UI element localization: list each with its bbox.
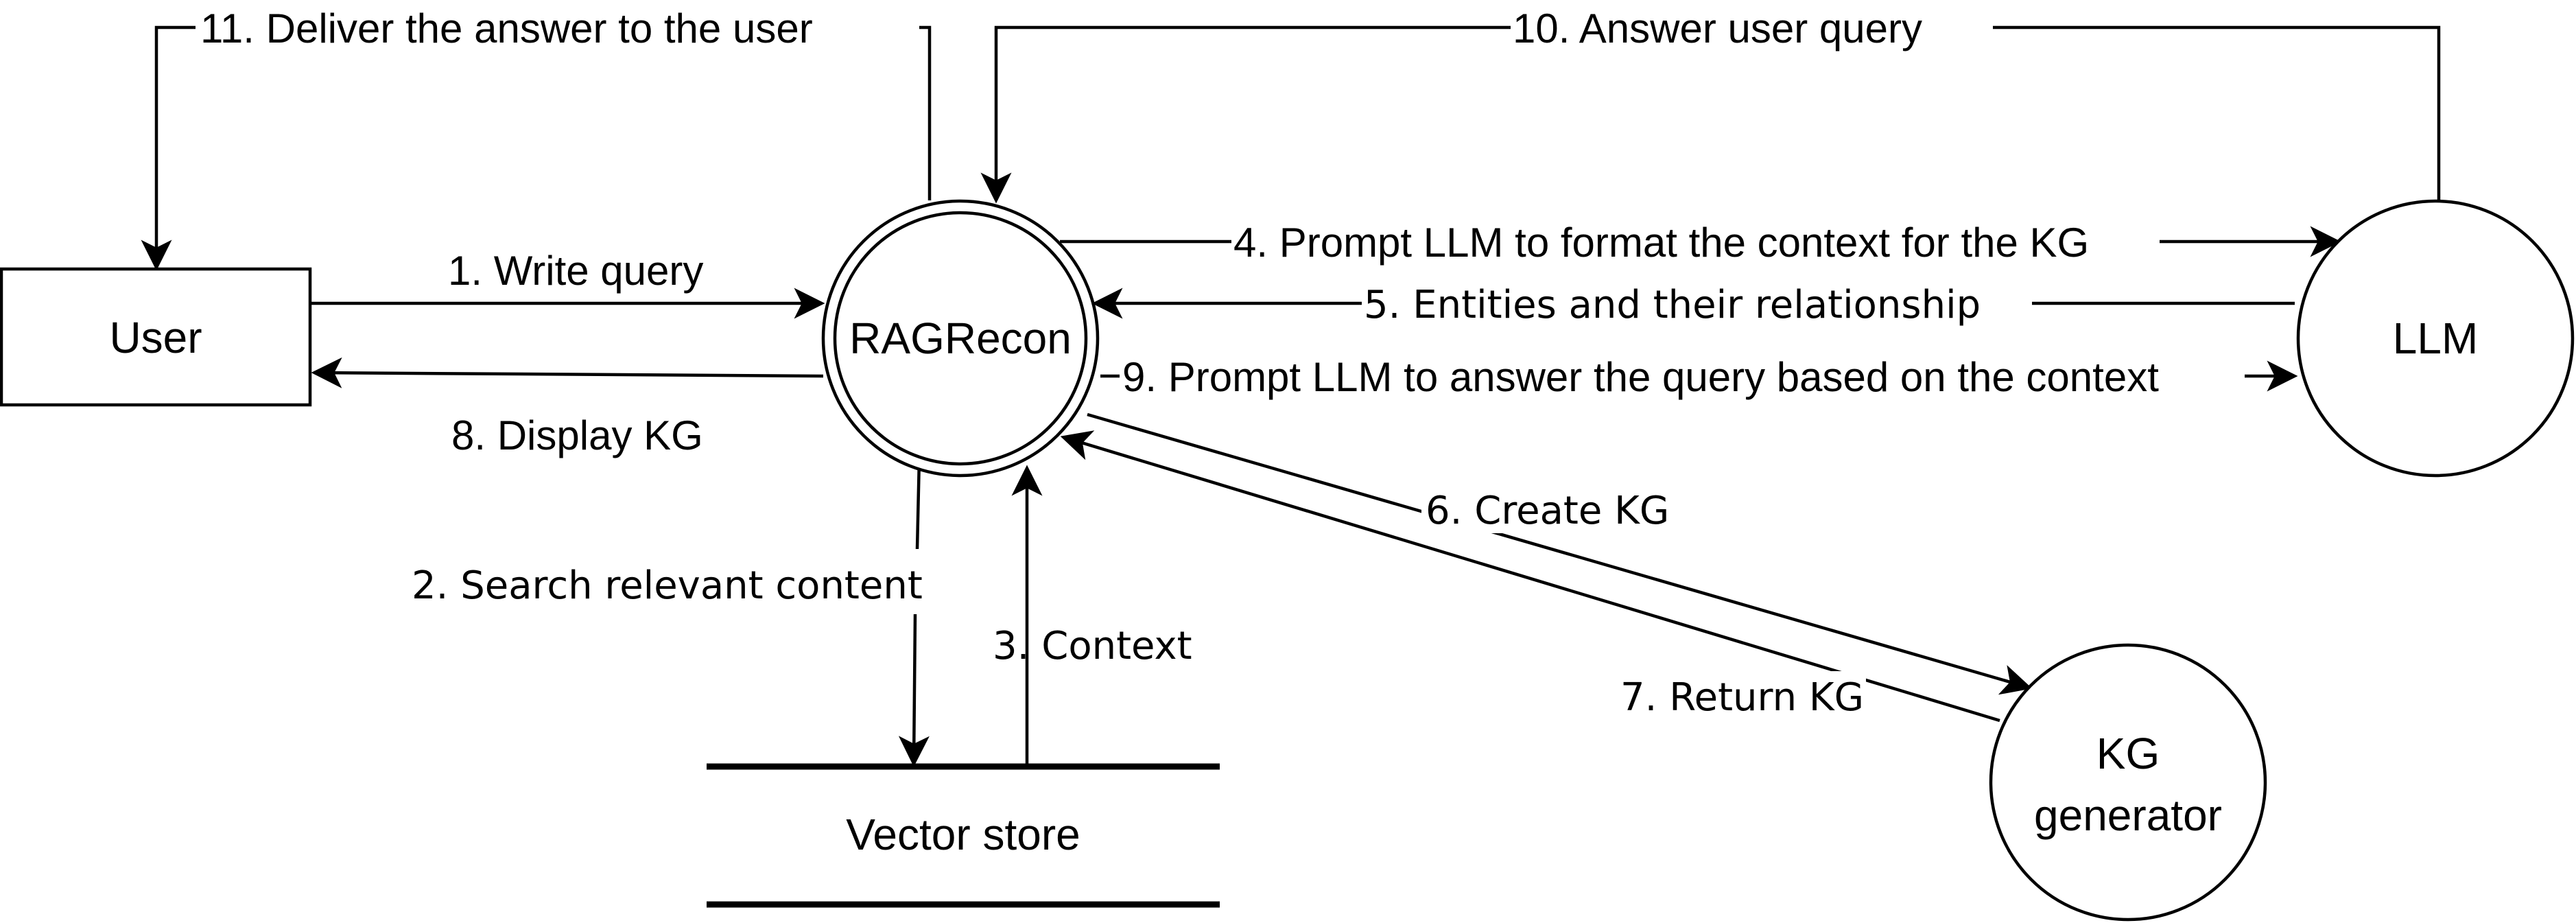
flow-4-prompt-format: 4. Prompt LLM to format the context for … <box>1060 220 2341 266</box>
flow-10-label: 10. Answer user query <box>1513 5 1922 51</box>
flow-8-label: 8. Display KG <box>451 412 703 458</box>
vector-store-node: Vector store <box>707 763 1220 908</box>
llm-label: LLM <box>2393 314 2479 363</box>
flow-10-answer-query: 10. Answer user query <box>980 5 2441 204</box>
flow-7-label: 7. Return KG <box>1620 675 1864 720</box>
flow-9-label: 9. Prompt LLM to answer the query based … <box>1122 354 2159 400</box>
kg-generator-label-line1: KG <box>2096 729 2160 778</box>
flow-5-label: 5. Entities and their relationship <box>1364 283 1981 327</box>
flow-4-label: 4. Prompt LLM to format the context for … <box>1233 220 2089 266</box>
flow-11-label: 11. Deliver the answer to the user <box>200 5 813 51</box>
user-label: User <box>109 313 202 362</box>
flow-1-label: 1. Write query <box>448 248 703 294</box>
flow-3-label: 3. Context <box>993 624 1192 668</box>
flow-6-label: 6. Create KG <box>1426 489 1669 533</box>
kg-generator-label-line2: generator <box>2034 791 2222 840</box>
flow-3-context: 3. Context <box>993 465 1192 764</box>
ragrecon-label: RAGRecon <box>849 314 1072 363</box>
flow-2-label: 2. Search relevant content <box>412 563 923 608</box>
flow-11-deliver-answer: 11. Deliver the answer to the user <box>141 5 932 271</box>
flow-7-return-kg: 7. Return KG <box>1060 430 2000 723</box>
llm-node: LLM <box>2296 199 2575 478</box>
user-node: User <box>0 267 312 407</box>
vector-store-label: Vector store <box>846 810 1080 859</box>
flow-6-create-kg: 6. Create KG <box>1087 412 2033 695</box>
flow-9-prompt-answer: 9. Prompt LLM to answer the query based … <box>1100 354 2298 400</box>
flow-1-write-query: 1. Write query <box>311 248 825 319</box>
ragrecon-node: RAGRecon <box>821 199 1100 478</box>
kg-generator-node: KG generator <box>1989 643 2267 922</box>
flow-2-search: 2. Search relevant content <box>412 457 930 767</box>
flow-8-display-kg: 8. Display KG <box>311 357 824 458</box>
flow-5-entities: 5. Entities and their relationship <box>1091 283 2295 327</box>
